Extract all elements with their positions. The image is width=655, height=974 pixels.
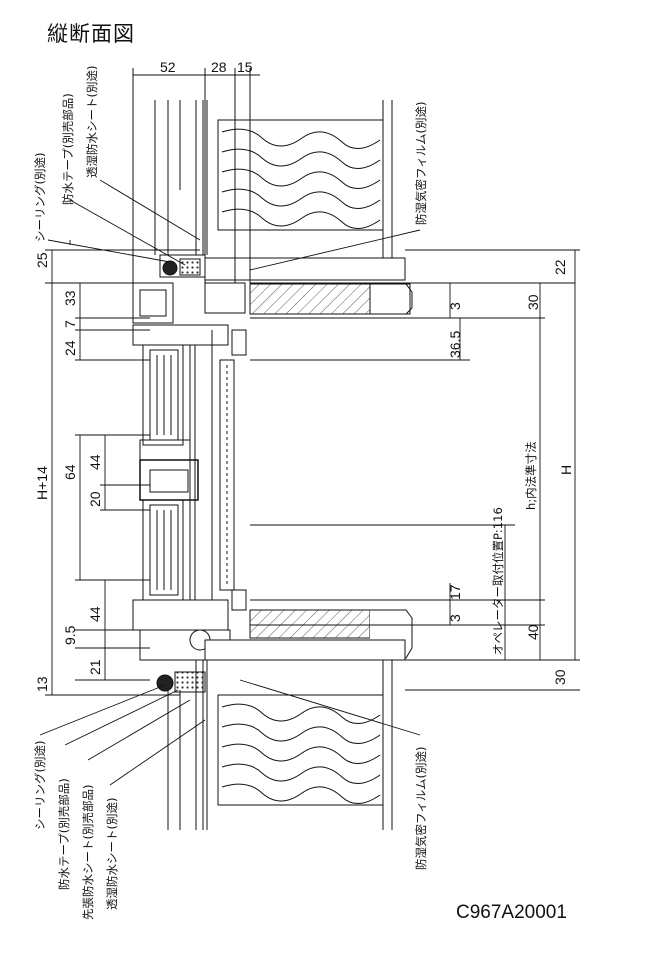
window-frame (132, 282, 247, 661)
dim-right-30a: 30 (525, 294, 541, 310)
label-top-waterproof-tape: 防水テープ(別売部品) (61, 93, 75, 205)
right-dimension-lines (250, 249, 580, 691)
dim-top-52: 52 (160, 59, 176, 75)
dim-left-h14: H+14 (34, 466, 50, 500)
dim-right-3b: 3 (447, 614, 463, 622)
dim-left-13: 13 (34, 676, 50, 692)
dim-top-28: 28 (211, 59, 227, 75)
sill-board (156, 609, 413, 693)
drawing-code: C967A20001 (456, 902, 567, 923)
dim-top-15: 15 (237, 59, 253, 75)
dim-right-22: 22 (552, 259, 568, 275)
operator-position-label: オペレーター取付位置P:116 (491, 507, 505, 655)
dim-right-inner-height: h;内法準寸法 (524, 441, 538, 510)
dim-left-25: 25 (34, 252, 50, 268)
dim-left-24: 24 (62, 340, 78, 356)
left-dim-labels: 25 33 7 24 H+14 64 44 20 44 9.5 21 13 (34, 252, 103, 692)
upper-wall (154, 100, 393, 278)
label-bottom-waterproof-tape: 防水テープ(別売部品) (57, 778, 71, 890)
dim-right-30b: 30 (552, 669, 568, 685)
lower-wall (167, 660, 393, 830)
dim-right-3a: 3 (447, 302, 463, 310)
dim-left-9-5: 9.5 (62, 625, 78, 645)
head-board (204, 257, 413, 315)
label-top-breathable-sheet: 透湿防水シート(別途) (85, 66, 99, 178)
label-bottom-breathable-sheet: 透湿防水シート(別途) (105, 798, 119, 910)
dim-left-21: 21 (87, 659, 103, 675)
top-dimension-lines (132, 68, 260, 283)
label-bottom-vapor-film: 防湿気密フィルム(別途) (414, 746, 428, 870)
label-top-vapor-film: 防湿気密フィルム(別途) (414, 101, 428, 225)
left-dimension-lines (45, 249, 200, 696)
page-title: 縦断面図 (47, 22, 135, 46)
dim-right-h: H (558, 465, 574, 475)
label-bottom-sealing: シーリング(別途) (33, 741, 47, 830)
dim-left-33: 33 (62, 290, 78, 306)
dim-left-64: 64 (62, 464, 78, 480)
top-leaders (47, 179, 421, 271)
label-bottom-pre-sheet: 先張防水シート(別売部品) (81, 785, 95, 920)
dim-right-40: 40 (525, 624, 541, 640)
dim-left-44a: 44 (87, 454, 103, 470)
bottom-leaders (39, 679, 421, 786)
dim-right-36-5: 36.5 (447, 331, 463, 358)
right-dim-labels: 22 30 3 36.5 h;内法準寸法 H オペレーター取付位置P:116 3… (447, 259, 574, 685)
dim-right-17: 17 (447, 584, 463, 600)
dim-left-20: 20 (87, 491, 103, 507)
dim-left-44b: 44 (87, 606, 103, 622)
label-top-sealing: シーリング(別途) (33, 153, 47, 242)
dim-left-7: 7 (62, 320, 78, 328)
